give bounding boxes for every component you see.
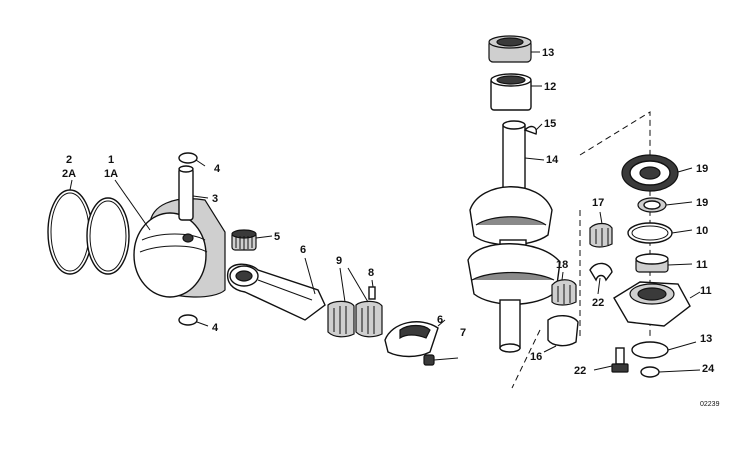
crankshaft [467, 120, 561, 353]
rod-cap-screw [423, 354, 459, 366]
woodruff-key [523, 125, 538, 135]
callout-17: 15 [544, 118, 556, 130]
callout-23: 22 [592, 297, 604, 309]
o-ring-upper [627, 222, 673, 244]
main-bearing-half-lower [551, 279, 577, 306]
callout-9: 9 [336, 255, 342, 267]
bearing-housing [613, 281, 691, 327]
callout-1: 1 [108, 154, 114, 166]
callout-6-rod: 6 [300, 244, 306, 256]
callout-8: 8 [368, 267, 374, 279]
main-bearing-half-upper [589, 222, 613, 248]
callout-14: 12 [544, 81, 556, 93]
housing-seal [635, 253, 669, 273]
callout-2: 2 [66, 154, 72, 166]
drawing-code: 02239 [700, 401, 720, 408]
retainer-ring-half [589, 262, 613, 282]
rod-bearing-half-right [355, 300, 383, 338]
callout-24: 24 [702, 363, 715, 375]
piston-ring-outer [47, 189, 93, 275]
piston-ring-inner [86, 197, 130, 275]
housing-screw [611, 347, 629, 373]
bearing-race [547, 315, 579, 347]
callout-18: 16 [530, 351, 542, 363]
callout-19-lower: 18 [556, 259, 568, 271]
upper-needle-bearing [490, 73, 532, 111]
connecting-rod [226, 263, 326, 321]
callout-5: 5 [274, 231, 280, 243]
lower-seal [637, 197, 667, 213]
callout-19-upper: 17 [592, 197, 604, 209]
small-end-bearing [231, 229, 257, 251]
callout-11: 11 [700, 285, 712, 297]
washer [640, 366, 660, 378]
callout-21: 19 [696, 197, 708, 209]
callout-13: 13 [700, 333, 712, 345]
piston [133, 198, 226, 298]
upper-seal [488, 35, 532, 63]
callout-22: 22 [574, 365, 586, 377]
ball-bearing [621, 154, 679, 192]
callout-6-cap: 6 [437, 314, 443, 326]
callout-10: 10 [696, 225, 708, 237]
callout-4-bottom: 4 [212, 322, 219, 334]
leader-lines [69, 51, 701, 373]
wrist-pin-clip-top [178, 152, 198, 164]
callout-2a: 2A [62, 168, 76, 180]
callout-15: 13 [542, 47, 554, 59]
callout-12: 11 [696, 259, 708, 271]
callout-16: 14 [546, 154, 559, 166]
callout-7: 7 [460, 327, 466, 339]
rod-bearing-half-left [327, 300, 355, 338]
wrist-pin-clip-bottom [178, 314, 198, 326]
callout-4-top: 4 [214, 163, 221, 175]
bearing-retainer [368, 286, 376, 300]
rod-cap [384, 321, 439, 358]
callout-3: 3 [212, 193, 218, 205]
wrist-pin [178, 165, 194, 221]
callout-labels: 2 2A 1 1A 4 3 4 5 6 9 8 6 7 13 12 15 14 … [62, 47, 715, 377]
o-ring-lower [631, 341, 669, 359]
callout-20: 19 [696, 163, 708, 175]
callout-1a: 1A [104, 168, 118, 180]
